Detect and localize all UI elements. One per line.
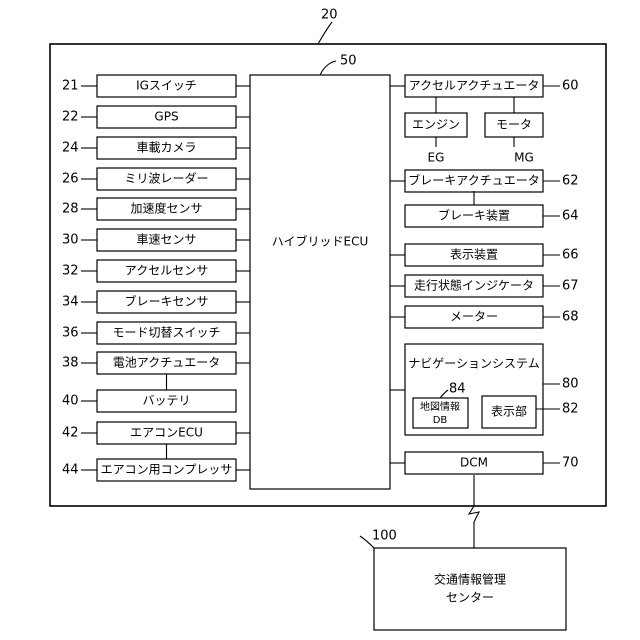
navigation-system-title: ナビゲーションシステム xyxy=(408,357,539,371)
traffic-center-label-line1: 交通情報管理 xyxy=(434,572,506,587)
left-component-label: バッテリ xyxy=(142,394,190,408)
left-component-label: ミリ波レーダー xyxy=(124,171,208,186)
hybrid-ecu-label: ハイブリッドECU xyxy=(272,234,369,249)
center-ref-label: 100 xyxy=(372,529,397,544)
left-component-ref: 44 xyxy=(62,463,79,478)
left-component-label: 車載カメラ xyxy=(136,141,196,155)
left-component-ref: 28 xyxy=(62,202,79,217)
navigation-ref-label: 80 xyxy=(562,377,579,392)
motor-tag: MG xyxy=(514,151,534,165)
ecu-ref-label: 50 xyxy=(340,54,357,69)
map-db-label-line2: DB xyxy=(433,415,448,426)
left-component-ref: 22 xyxy=(62,110,79,125)
left-component-ref: 40 xyxy=(62,394,79,409)
left-component-ref: 34 xyxy=(62,295,79,310)
left-component-label: GPS xyxy=(154,110,178,124)
left-component-label: エアコンECU xyxy=(130,426,203,440)
engine-tag: EG xyxy=(428,151,445,165)
right-component-label: 表示装置 xyxy=(450,248,498,262)
left-component-ref: 42 xyxy=(62,426,79,441)
right-component-label: ブレーキアクチュエータ xyxy=(408,173,539,188)
left-component-label: IGスイッチ xyxy=(136,79,197,93)
left-component-ref: 32 xyxy=(62,264,79,279)
right-component-ref: 67 xyxy=(562,279,579,294)
navi-display-label: 表示部 xyxy=(491,404,527,419)
left-component-ref: 36 xyxy=(62,326,79,341)
left-component-ref: 24 xyxy=(62,141,79,156)
left-component-label: 加速度センサ xyxy=(130,201,202,216)
left-component-label: 電池アクチュエータ xyxy=(113,356,220,370)
left-component-ref: 26 xyxy=(62,172,79,187)
left-component-ref: 21 xyxy=(62,79,79,94)
right-component-ref: 64 xyxy=(562,209,579,224)
left-component-label: エアコン用コンプレッサ xyxy=(101,463,233,477)
left-component-label: ブレーキセンサ xyxy=(124,294,208,309)
right-component-label: DCM xyxy=(460,456,488,470)
right-component-ref: 62 xyxy=(562,174,579,189)
left-component-ref: 30 xyxy=(62,233,79,248)
right-component-label: メーター xyxy=(450,310,498,324)
engine-label: エンジン xyxy=(412,118,460,132)
traffic-center-box xyxy=(374,548,566,630)
right-component-label: アクセルアクチュエータ xyxy=(409,79,540,93)
traffic-center-label-line2: センター xyxy=(446,591,494,605)
hybrid-ecu-box xyxy=(250,75,390,489)
left-component-label: 車速センサ xyxy=(136,233,196,247)
map-db-ref-label: 84 xyxy=(449,382,466,397)
system-ref-label: 20 xyxy=(321,8,338,23)
navi-display-ref-label: 82 xyxy=(562,402,579,417)
system-leader xyxy=(318,22,332,44)
right-component-ref: 66 xyxy=(562,248,579,263)
left-component-label: アクセルセンサ xyxy=(125,264,208,278)
left-component-label: モード切替スイッチ xyxy=(112,326,220,340)
right-component-ref: 70 xyxy=(562,456,579,471)
right-component-label: ブレーキ装置 xyxy=(438,208,510,223)
map-db-label-line1: 地図情報 xyxy=(420,400,460,413)
right-component-ref: 68 xyxy=(562,310,579,325)
left-component-ref: 38 xyxy=(62,356,79,371)
motor-label: モータ xyxy=(496,118,532,132)
right-component-label: 走行状態インジケータ xyxy=(414,278,534,293)
right-component-ref: 60 xyxy=(562,79,579,94)
